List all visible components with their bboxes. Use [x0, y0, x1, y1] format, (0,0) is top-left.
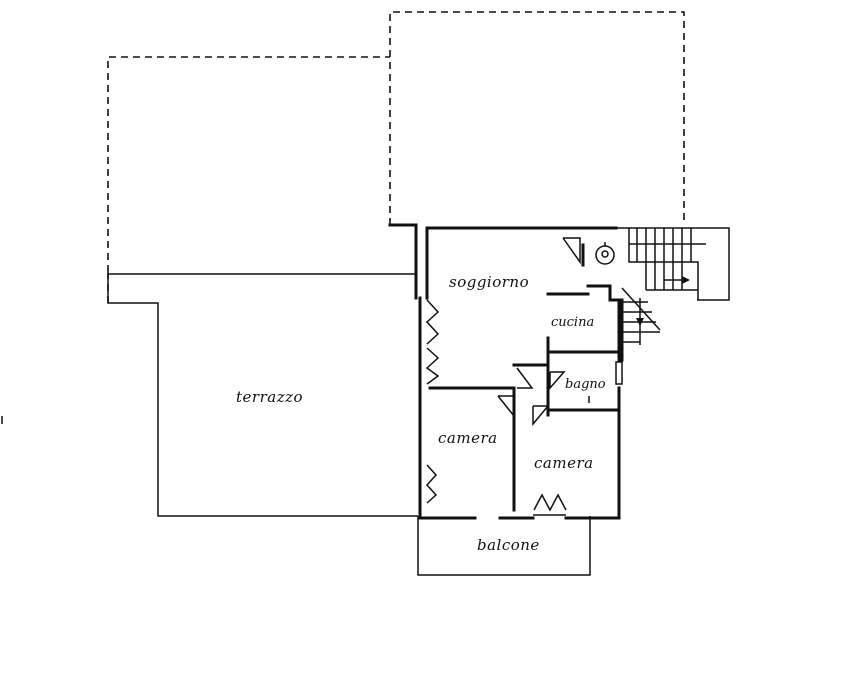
door-balcony — [533, 493, 567, 512]
stove-symbol — [595, 242, 615, 265]
label-terrazzo: terrazzo — [236, 388, 303, 406]
balcony-outline — [417, 516, 591, 576]
interior-walls — [428, 243, 618, 512]
label-balcone: balcone — [477, 536, 540, 554]
window-soggiorno-upper — [425, 299, 440, 345]
door-and-window-marks — [425, 237, 623, 516]
label-soggiorno: soggiorno — [449, 273, 529, 291]
dashed-upper-right-area — [389, 11, 685, 225]
window-soggiorno-lower — [425, 347, 440, 385]
label-bagno: bagno — [565, 377, 606, 392]
window-camera — [425, 464, 438, 504]
door-entrance — [562, 237, 581, 265]
label-camera-1: camera — [438, 429, 498, 447]
terrace-outline — [107, 273, 418, 517]
exterior-walls — [388, 223, 624, 520]
dashed-left-area — [107, 56, 390, 272]
room-labels: terrazzo soggiorno cucina bagno camera c… — [236, 273, 606, 554]
label-cucina: cucina — [551, 315, 594, 330]
door-bagno — [549, 371, 566, 390]
door-corridor — [516, 367, 534, 389]
door-camera-1 — [497, 395, 515, 419]
label-camera-2: camera — [534, 454, 594, 472]
door-camera-2 — [532, 405, 550, 427]
exterior-stairs — [616, 227, 730, 345]
window-bagno — [615, 361, 623, 385]
